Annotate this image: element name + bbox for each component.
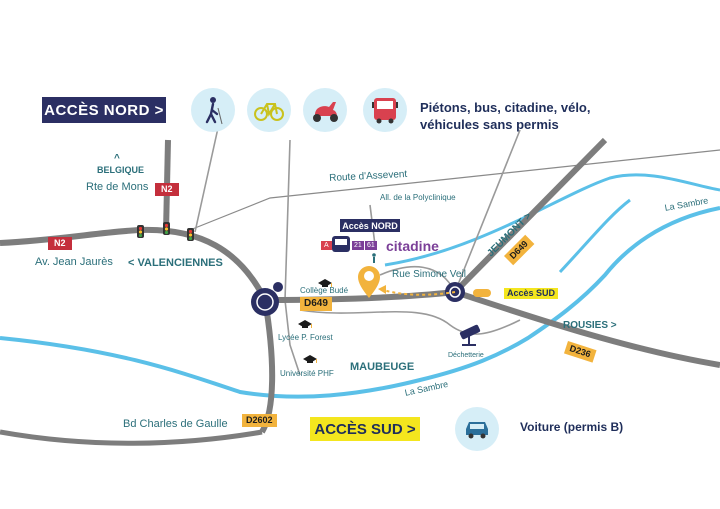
access-sud-dotted-path (382, 289, 456, 296)
car-icon (466, 422, 488, 439)
graduation-cap-icon (303, 355, 317, 363)
pedestrian-circle (191, 88, 235, 132)
traffic-light-icon (187, 228, 194, 241)
d649-badge: D649 (300, 297, 332, 311)
d2602-badge: D2602 (242, 414, 277, 427)
river-sambre-upper (558, 198, 631, 274)
road-assevent (189, 149, 720, 231)
road-charles-de-gaulle (0, 429, 263, 446)
graduation-cap-icon (318, 279, 332, 287)
n2-badge: N2 (48, 237, 72, 250)
belgique-label: BELGIQUE (97, 165, 145, 175)
bicycle-icon (254, 103, 284, 121)
arrow-head (378, 285, 386, 294)
road-forest (284, 299, 301, 376)
hospital-marker-icon (358, 266, 380, 298)
road-d2602 (259, 299, 276, 434)
valenciennes-label: < VALENCIENNES (128, 257, 223, 269)
bus-icon (372, 98, 398, 124)
river-sambre-east (384, 173, 720, 267)
dechetterie-label: Déchetterie (448, 352, 484, 359)
traffic-light-icon (137, 225, 144, 238)
graduation-cap-icon (298, 320, 312, 328)
scooter-circle (303, 88, 347, 132)
road-assevent-north (454, 129, 521, 293)
road-mons-spur (194, 127, 219, 233)
college-bude-label: Collège Budé (300, 286, 349, 295)
bus-line-61: 61 (365, 241, 377, 250)
n2-badge: N2 (155, 183, 179, 196)
car-circle (455, 407, 499, 451)
car-marker-icon (473, 289, 491, 297)
all-polyclinique-label: All. de la Polyclinique (380, 193, 456, 202)
bus-line-21: 21 (352, 241, 364, 250)
road-dechetterie (299, 309, 521, 335)
citadine-logo: citadine (386, 238, 439, 254)
pedestrian-icon (205, 97, 223, 125)
universite-phf-label: Université PHF (280, 369, 334, 378)
road-d236 (454, 289, 720, 368)
acces-nord-banner: ACCÈS NORD > (42, 97, 166, 123)
acces-sud-banner: ACCÈS SUD > (310, 417, 420, 441)
voiture-text: Voiture (permis B) (520, 420, 624, 434)
pedestrian-small-icon (372, 253, 376, 263)
av-jean-jaures-label: Av. Jean Jaurès (35, 256, 113, 268)
modes-text-line1: Piétons, bus, citadine, vélo, (420, 100, 591, 115)
bd-charles-de-gaulle-label: Bd Charles de Gaulle (123, 418, 228, 430)
scooter-icon (313, 102, 338, 122)
rte-de-mons-label: Rte de Mons (86, 181, 149, 193)
roundabout-west (251, 288, 279, 316)
acces-nord-map-tag: Accès NORD (340, 219, 400, 232)
dechetterie-icon (459, 324, 481, 346)
maubeuge-label: MAUBEUGE (350, 361, 415, 373)
bus-circle (363, 88, 407, 132)
bicycle-circle (247, 88, 291, 132)
belgique-arrow: ^ (114, 153, 120, 164)
lycee-forest-label: Lycée P. Forest (278, 333, 333, 342)
road-vert-1 (284, 139, 291, 301)
river-sambre (0, 206, 720, 399)
road-d649 (264, 289, 456, 303)
acces-sud-map-tag: Accès SUD (504, 288, 559, 299)
modes-text-line2: véhicules sans permis (420, 117, 559, 132)
rue-simone-veil-label: Rue Simone Veil (392, 269, 466, 280)
bus-small-icon (332, 236, 350, 252)
traffic-light-icon (163, 222, 170, 235)
rousies-label: ROUSIES > (563, 320, 617, 331)
bus-line-a: A (321, 241, 332, 250)
road-jeumont (452, 137, 608, 295)
roundabout-small (273, 282, 283, 292)
